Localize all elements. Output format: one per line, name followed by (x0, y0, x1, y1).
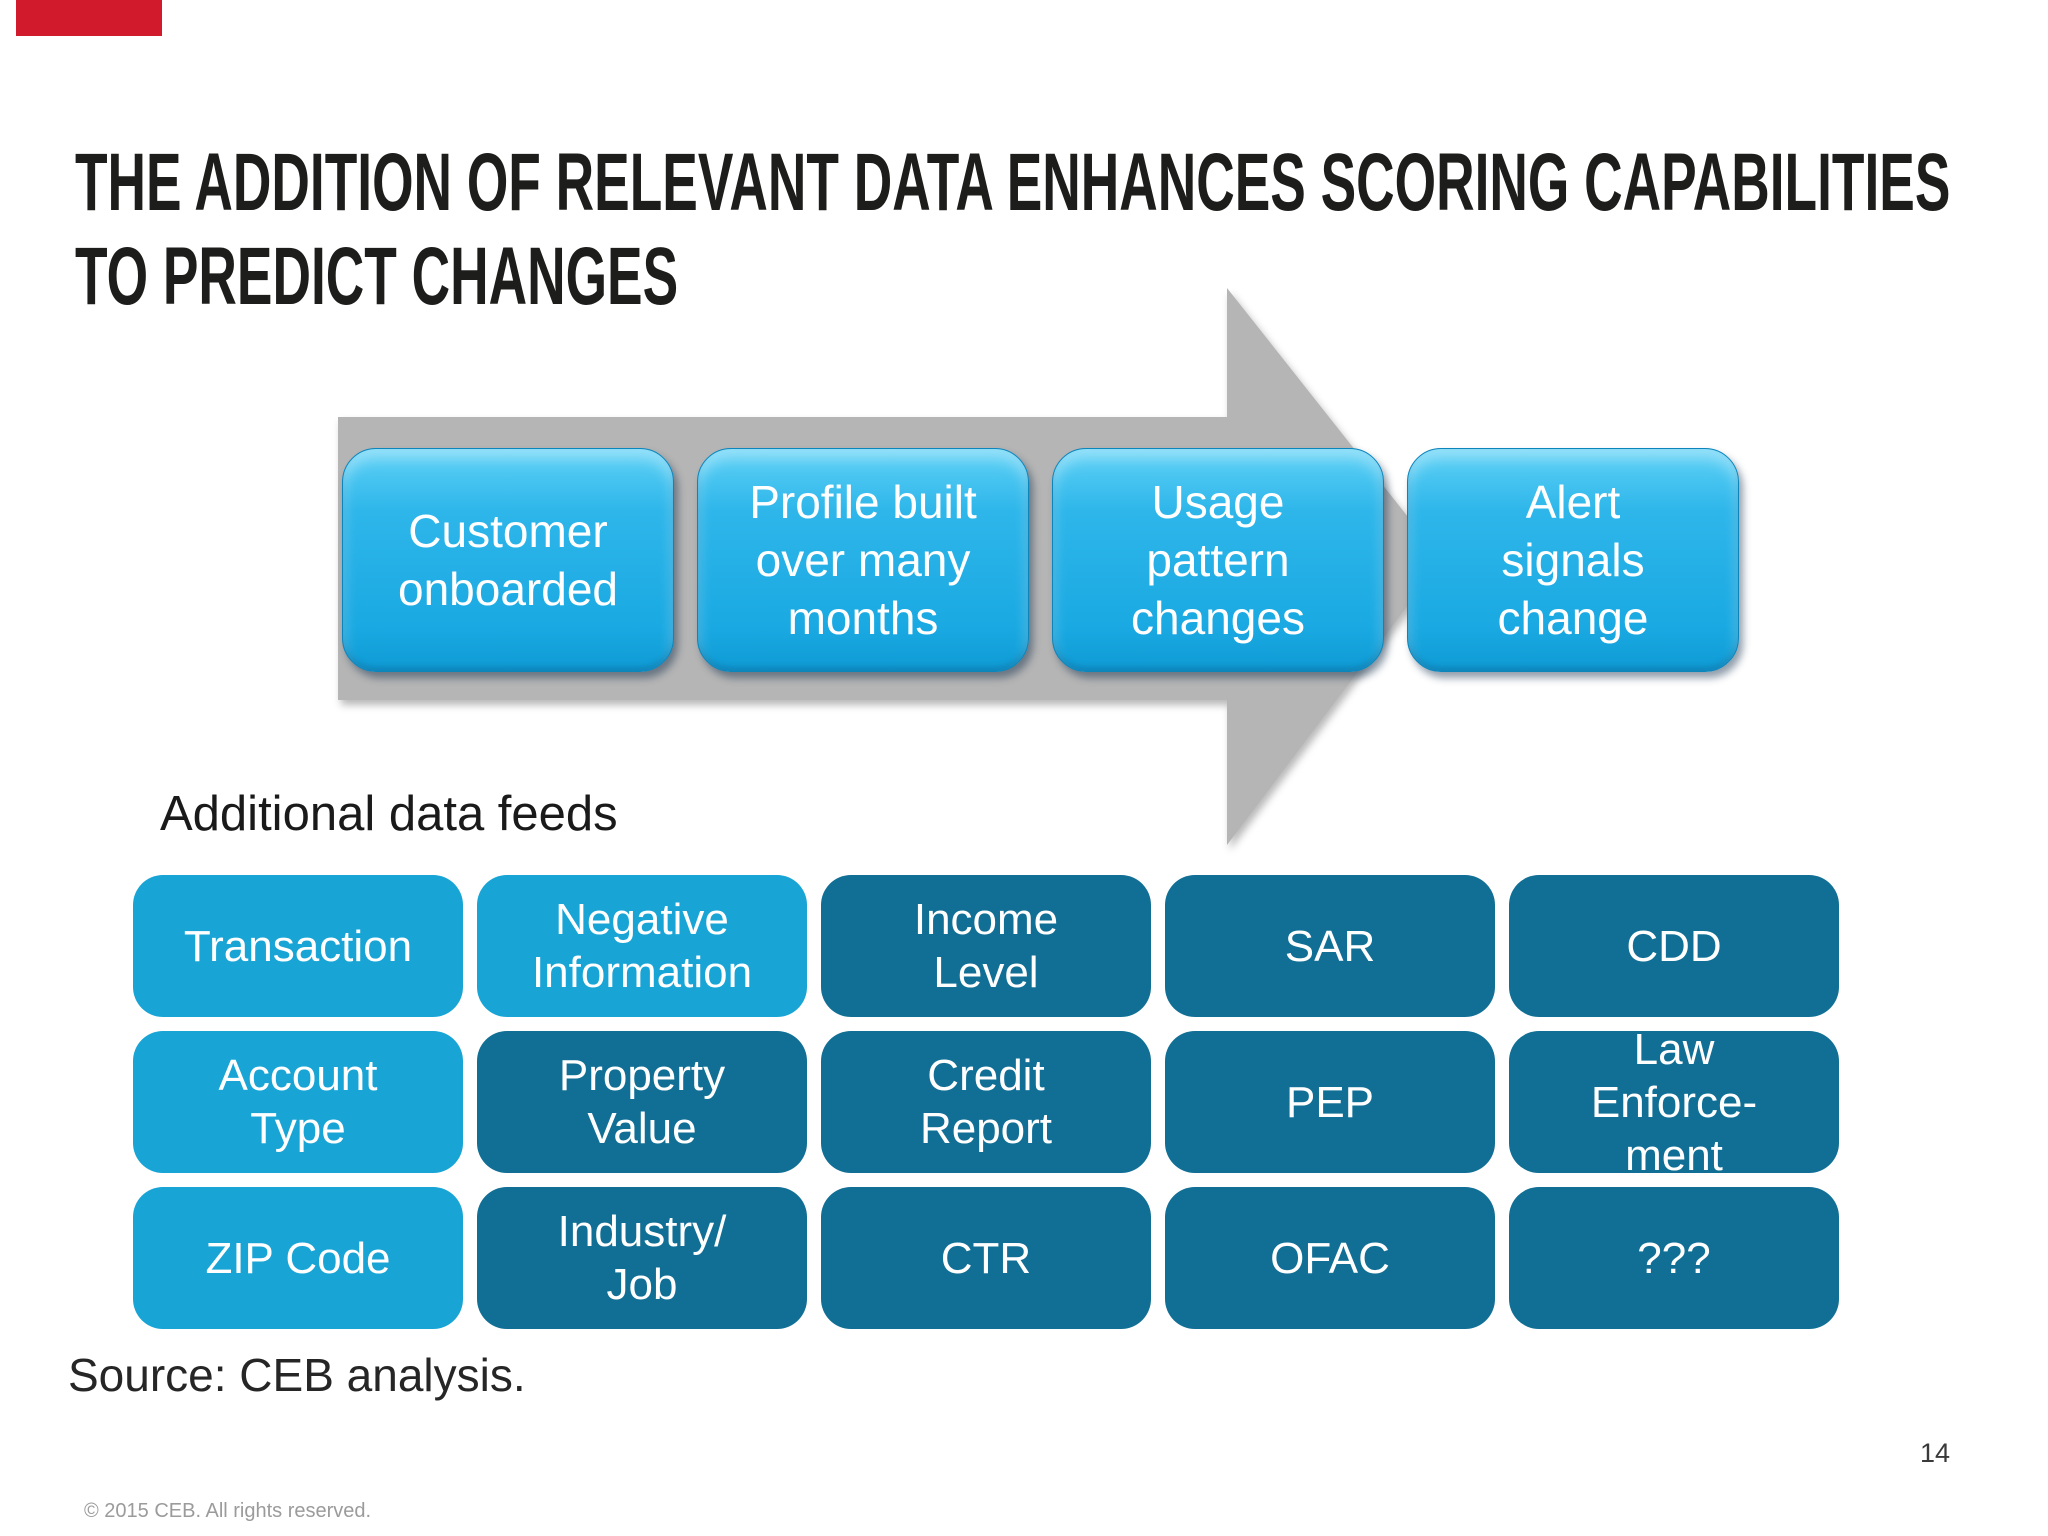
data-feed-cell-account-type: Account Type (133, 1031, 463, 1173)
data-feed-cell-ctr: CTR (821, 1187, 1151, 1329)
flow-step-profile-built: Profile built over many months (697, 448, 1029, 672)
additional-data-feeds-heading: Additional data feeds (160, 787, 618, 841)
data-feed-cell-credit-report: Credit Report (821, 1031, 1151, 1173)
flow-steps-row: Customer onboarded Profile built over ma… (342, 448, 1739, 672)
copyright-notice: © 2015 CEB. All rights reserved. (84, 1500, 372, 1522)
page-number: 14 (1920, 1438, 1951, 1468)
data-feed-cell-pep: PEP (1165, 1031, 1495, 1173)
data-feed-cell-cdd: CDD (1509, 875, 1839, 1017)
data-feed-cell-industry-job: Industry/ Job (477, 1187, 807, 1329)
flow-step-usage-pattern: Usage pattern changes (1052, 448, 1384, 672)
flow-step-alert-signals: Alert signals change (1407, 448, 1739, 672)
data-feed-cell-zip-code: ZIP Code (133, 1187, 463, 1329)
slide-title: THE ADDITION OF RELEVANT DATA ENHANCES S… (75, 136, 2048, 324)
slide-title-line1: THE ADDITION OF RELEVANT DATA ENHANCES S… (75, 137, 1951, 228)
data-feed-cell-transaction: Transaction (133, 875, 463, 1017)
source-line: Source: CEB analysis. (68, 1349, 526, 1401)
data-feed-cell-unknown: ??? (1509, 1187, 1839, 1329)
data-feed-cell-ofac: OFAC (1165, 1187, 1495, 1329)
data-feed-cell-income-level: Income Level (821, 875, 1151, 1017)
data-feeds-grid: Transaction Negative Information Income … (133, 875, 1839, 1329)
data-feed-cell-property-value: Property Value (477, 1031, 807, 1173)
flow-step-customer-onboarded: Customer onboarded (342, 448, 674, 672)
data-feed-cell-negative-information: Negative Information (477, 875, 807, 1017)
data-feed-cell-sar: SAR (1165, 875, 1495, 1017)
brand-red-bar (16, 0, 162, 36)
slide-title-line2: TO PREDICT CHANGES (75, 231, 679, 322)
data-feed-cell-law-enforcement: Law Enforce- ment (1509, 1025, 1839, 1180)
